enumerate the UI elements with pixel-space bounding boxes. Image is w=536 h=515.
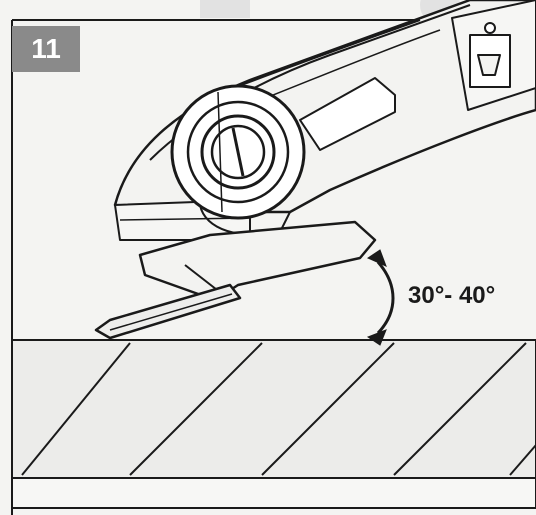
hatch-lines [21,342,536,476]
workpiece [11,339,536,509]
grinder-body [113,0,536,241]
guard-and-disc [94,220,377,340]
spindle-knob [170,84,306,220]
angle-label: 30°- 40° [408,282,496,309]
figure-number-badge: 11 [12,26,80,72]
angle-arrow [366,249,395,346]
